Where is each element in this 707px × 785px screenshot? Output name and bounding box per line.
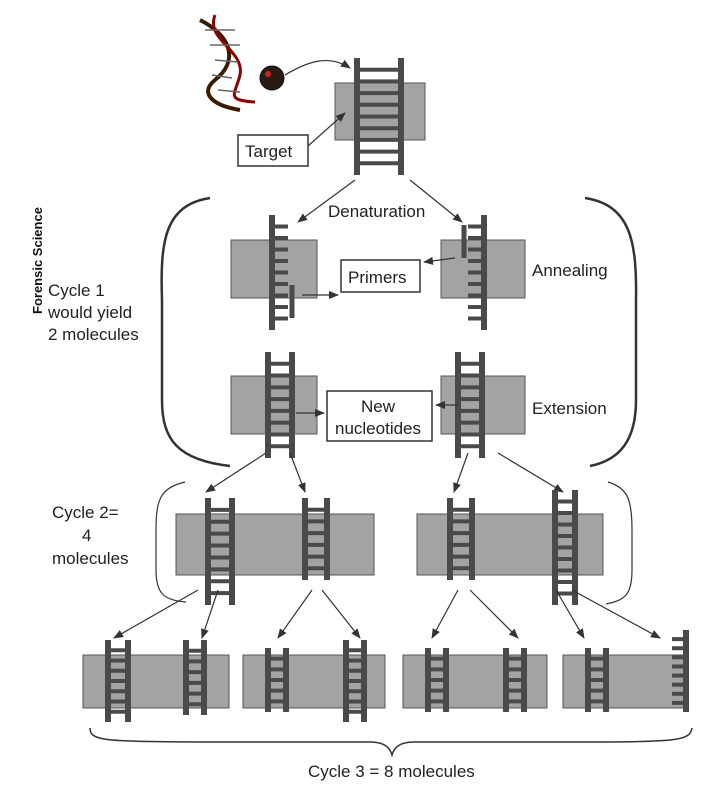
arrow-c3-6 xyxy=(469,589,519,639)
target-label: Target xyxy=(245,142,293,161)
arrow-c3-7 xyxy=(555,589,585,639)
cycle3-brace xyxy=(89,727,693,758)
cycle1-label-line3: 2 molecules xyxy=(48,325,139,344)
annealing-right-strand xyxy=(461,215,487,330)
cycle1-left-bracket xyxy=(160,196,231,468)
cycle2-label-line3: molecules xyxy=(52,549,129,568)
arrow-denaturation-right xyxy=(409,179,463,223)
dna-helix-icon xyxy=(199,14,285,112)
new-nucleotides-label-line1: New xyxy=(361,397,396,416)
arrow-denaturation-left xyxy=(297,179,356,223)
arrow-helix-to-target xyxy=(284,59,351,76)
target-label-box xyxy=(237,134,309,167)
cycle2-strands xyxy=(205,490,578,605)
cycle3-box-1 xyxy=(82,654,230,709)
cycle3-box-4 xyxy=(562,654,687,709)
cycle2-right-bracket xyxy=(605,481,633,605)
arrow-primer-right xyxy=(423,256,456,265)
arrow-c2-1 xyxy=(205,452,267,493)
cycle2-left-bracket xyxy=(155,481,187,603)
arrow-c3-2 xyxy=(201,589,219,639)
arrow-c2-3 xyxy=(453,452,469,493)
new-nucleotides-box xyxy=(326,390,433,442)
arrow-c2-4 xyxy=(497,452,564,493)
extension-left-box xyxy=(230,375,318,435)
arrow-c3-8 xyxy=(571,589,661,639)
arrow-c3-3 xyxy=(277,589,313,639)
arrow-c3-4 xyxy=(321,589,361,639)
annealing-label: Annealing xyxy=(532,261,608,280)
annealing-left-strand xyxy=(269,215,295,330)
target-dna-double-strand xyxy=(354,58,404,175)
cycle2-label-line2: 4 xyxy=(82,526,91,545)
primers-label: Primers xyxy=(348,268,407,287)
arrow-c3-5 xyxy=(431,589,459,639)
denaturation-label: Denaturation xyxy=(328,202,425,221)
cycle1-right-bracket xyxy=(584,196,638,468)
extension-left-strand xyxy=(265,352,295,458)
arrow-c2-2 xyxy=(289,452,306,493)
arrow-c3-1 xyxy=(113,589,199,639)
sidebar-label: Forensic Science xyxy=(30,207,45,314)
cycle3-label: Cycle 3 = 8 molecules xyxy=(308,762,475,781)
new-nucleotides-label-line2: nucleotides xyxy=(335,419,421,438)
extension-label: Extension xyxy=(532,399,607,418)
cycle1-label-line2: would yield xyxy=(47,303,132,322)
arrow-target-to-dna xyxy=(307,112,346,147)
cycle2-label-line1: Cycle 2= xyxy=(52,503,119,522)
cycle3-strands xyxy=(105,630,689,722)
cycle1-label-line1: Cycle 1 xyxy=(48,281,105,300)
primers-label-box xyxy=(340,259,421,293)
